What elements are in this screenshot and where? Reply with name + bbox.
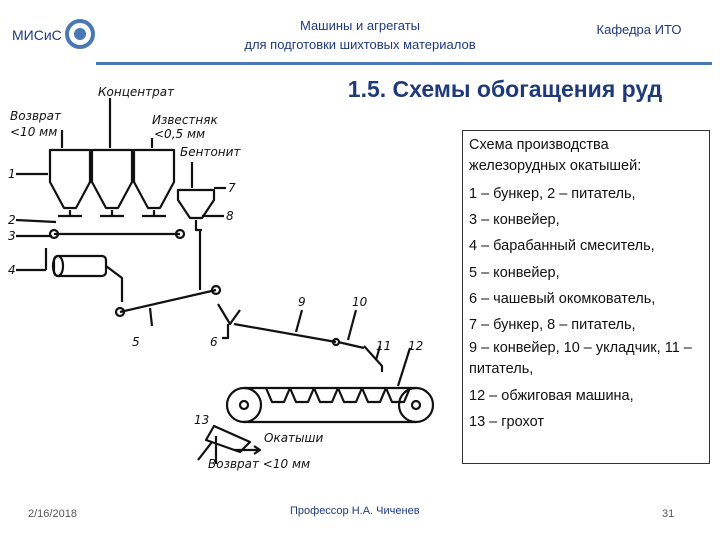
machine-12-pointer (396, 347, 412, 387)
label-num-9: 9 (298, 295, 306, 309)
course-title: Машины и агрегаты для подготовки шихтовы… (180, 16, 540, 54)
screen-13 (204, 424, 252, 454)
stacker-10 (337, 340, 365, 350)
pelletizer-6-stand (222, 324, 230, 340)
feeder-8 (194, 220, 202, 232)
machine-12-hub-right (410, 399, 422, 411)
label-limestone-size: <0,5 мм (154, 127, 205, 141)
drum-discharge (105, 265, 124, 302)
label-return-size: <10 мм (10, 125, 57, 139)
logo-ring-icon (65, 19, 95, 49)
legend-caption: Схема производства железорудных окатышей… (469, 137, 642, 174)
label-limestone: Известняк (152, 113, 218, 127)
stacker-10-pointer (346, 309, 358, 341)
label-num-1: 1 (8, 167, 16, 181)
legend-item: 6 – чашевый окомкователь, (469, 290, 656, 307)
course-title-line1: Машины и агрегаты (299, 18, 421, 33)
label-bottom-return: Возврат <10 мм (208, 457, 310, 471)
label-num-10: 10 (352, 295, 368, 309)
department-label: Кафедра ИТО (596, 22, 682, 37)
conveyor-9-pointer (294, 309, 304, 333)
conveyor-3-pulley-right (174, 228, 186, 240)
header-rule (96, 62, 712, 65)
legend-item: 7 – бункер, 8 – питатель, (469, 317, 636, 334)
feeder-11-pointer (374, 345, 382, 361)
logo-text: МИСиС (12, 27, 62, 43)
misis-logo: МИСиС (8, 10, 98, 56)
conveyor-5 (119, 288, 217, 314)
legend-item: 13 – грохот (469, 414, 544, 431)
label-num-12: 12 (408, 339, 423, 353)
conveyor-5-support (148, 307, 154, 327)
legend-item: 4 – барабанный смеситель, (469, 238, 655, 255)
course-title-line2: для подготовки шихтовых материалов (244, 37, 476, 52)
feeder-drops (68, 210, 156, 216)
return-line (197, 441, 213, 461)
legend-item: 12 – обжиговая машина, (469, 388, 634, 405)
logo-dot-icon (74, 28, 86, 40)
bunker-1c (132, 148, 176, 210)
pellets-arrowhead (253, 445, 262, 455)
label-num-5: 5 (132, 335, 140, 349)
legend-item: 9 – конвейер, 10 – укладчик, 11 – питате… (469, 340, 692, 378)
footer-author: Профессор Н.А. Чиченев (290, 505, 420, 517)
label-num-11: 11 (376, 339, 391, 353)
footer-page-number: 31 (662, 508, 675, 520)
conveyor-3-pulley-left (48, 228, 60, 240)
bunker-1a (48, 148, 92, 210)
machine-12-sprocket-left (225, 386, 263, 424)
feeder-11 (363, 345, 384, 372)
bunker-1b (90, 148, 134, 210)
process-diagram: Концентрат Возврат <10 мм Известняк <0,5… (8, 85, 435, 471)
induration-machine-12 (244, 386, 416, 424)
legend-item: 1 – бункер, 2 – питатель, (469, 186, 636, 202)
label-num-7: 7 (228, 181, 236, 195)
label-num-4: 4 (8, 263, 16, 277)
slide-title: 1.5. Схемы обогащения руд (347, 76, 663, 102)
pelletizer-6 (217, 303, 241, 326)
leader-2 (15, 218, 57, 224)
label-num-8: 8 (226, 209, 234, 223)
label-num-6: 6 (210, 335, 218, 349)
machine-12-sprocket-right (397, 386, 435, 424)
label-num-3: 3 (8, 229, 16, 243)
label-bentonite: Бентонит (180, 145, 241, 159)
legend-item: 3 – конвейер, (469, 212, 560, 229)
footer-date: 2/16/2018 (28, 508, 77, 520)
conveyor-9 (233, 322, 337, 344)
conveyor-5-pulley-right (210, 284, 222, 296)
label-concentrate: Концентрат (98, 85, 175, 99)
label-return: Возврат (10, 109, 62, 123)
label-num-2: 2 (8, 213, 16, 227)
legend-item: 5 – конвейер, (469, 264, 560, 281)
legend-box: Схема производства железорудных окатышей… (462, 130, 710, 464)
drum-mixer-end (51, 254, 65, 278)
conveyor-5-pulley-left (114, 306, 126, 318)
machine-12-pallets (264, 386, 412, 404)
label-pellets: Окатыши (264, 431, 323, 445)
machine-12-hub-left (238, 399, 250, 411)
bunker-7 (176, 188, 216, 220)
label-num-13: 13 (194, 413, 209, 427)
